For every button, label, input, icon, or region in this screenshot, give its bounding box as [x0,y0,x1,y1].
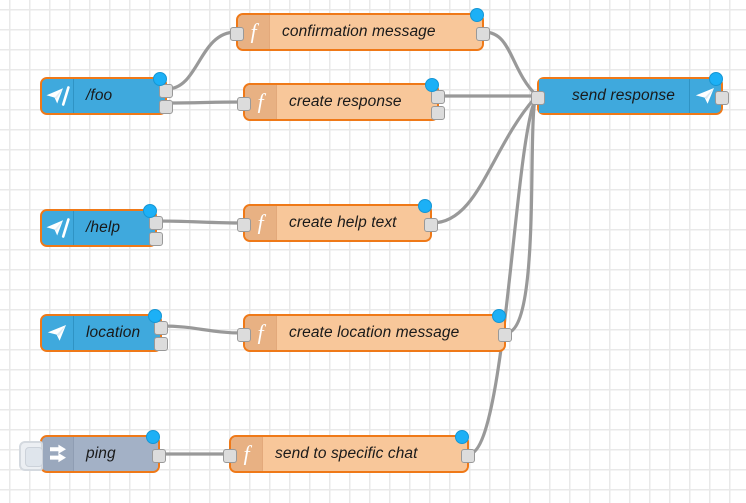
node-create-response[interactable]: f create response [237,78,445,121]
status-dot [148,309,162,323]
input-port[interactable] [531,91,545,105]
wire-create-location-message-to-send-response[interactable] [504,97,537,335]
node-help-command[interactable]: /help [40,204,163,247]
status-dot [455,430,469,444]
inject-trigger-button-inner [25,447,43,467]
status-dot [492,309,506,323]
telegram-plane-icon [42,316,74,350]
inject-trigger-button[interactable] [19,441,43,471]
node-label: create help text [277,206,430,240]
output-port[interactable] [476,27,490,41]
status-dot [425,78,439,92]
output-port-1[interactable] [159,84,173,98]
output-port[interactable] [152,449,166,463]
output-port-1[interactable] [149,216,163,230]
output-port[interactable] [498,328,512,342]
node-send-response[interactable]: send response [531,72,729,115]
output-port-1[interactable] [154,321,168,335]
node-label: create response [277,85,437,119]
svg-text:f: f [257,212,266,234]
node-send-to-specific-chat[interactable]: f send to specific chat [223,430,475,473]
svg-text:f: f [257,322,266,344]
svg-text:f: f [250,21,259,43]
status-dot [418,199,432,213]
wire-help-command-to-create-help-text[interactable] [155,219,245,225]
node-label: ping [74,437,158,471]
wire-location-trigger-to-create-location-message[interactable] [160,324,245,335]
status-dot [470,8,484,22]
output-port-2[interactable] [159,100,173,114]
wire-create-help-text-to-send-response[interactable] [430,97,536,225]
input-port[interactable] [237,97,251,111]
status-dot [153,72,167,86]
input-port[interactable] [237,328,251,342]
function-f-icon: f [231,437,263,471]
node-label: confirmation message [270,15,482,49]
status-dot [143,204,157,218]
node-create-help-text[interactable]: f create help text [237,199,438,242]
status-dot [709,72,723,86]
node-label: send to specific chat [263,437,467,471]
status-dot [146,430,160,444]
output-port-2[interactable] [431,106,445,120]
node-create-location-message[interactable]: f create location message [237,309,512,352]
input-port[interactable] [237,218,251,232]
node-foo-command[interactable]: /foo [40,72,173,115]
node-label: /help [74,211,155,245]
output-port-2[interactable] [149,232,163,246]
input-port[interactable] [223,449,237,463]
inject-arrow-icon [42,437,74,471]
output-port[interactable] [715,91,729,105]
output-port[interactable] [424,218,438,232]
function-f-icon: f [245,316,277,350]
output-port-2[interactable] [154,337,168,351]
node-confirmation-message[interactable]: f confirmation message [230,8,490,51]
node-label: create location message [277,316,504,350]
node-label: location [74,316,160,350]
node-location-trigger[interactable]: location [40,309,168,352]
wire-confirmation-message-to-send-response[interactable] [482,30,539,98]
svg-text:f: f [257,91,266,113]
input-port[interactable] [230,27,244,41]
node-label: /foo [74,79,165,113]
output-port-1[interactable] [431,90,445,104]
telegram-command-icon [42,79,74,113]
wire-foo-command-to-confirmation-message[interactable] [165,30,238,91]
telegram-command-icon [42,211,74,245]
node-ping-inject[interactable]: ping [19,430,166,473]
wire-send-to-specific-chat-to-send-response[interactable] [467,98,537,456]
svg-text:f: f [243,443,252,465]
node-label: send response [539,79,689,113]
output-port[interactable] [461,449,475,463]
wire-foo-command-to-create-response[interactable] [165,100,245,105]
